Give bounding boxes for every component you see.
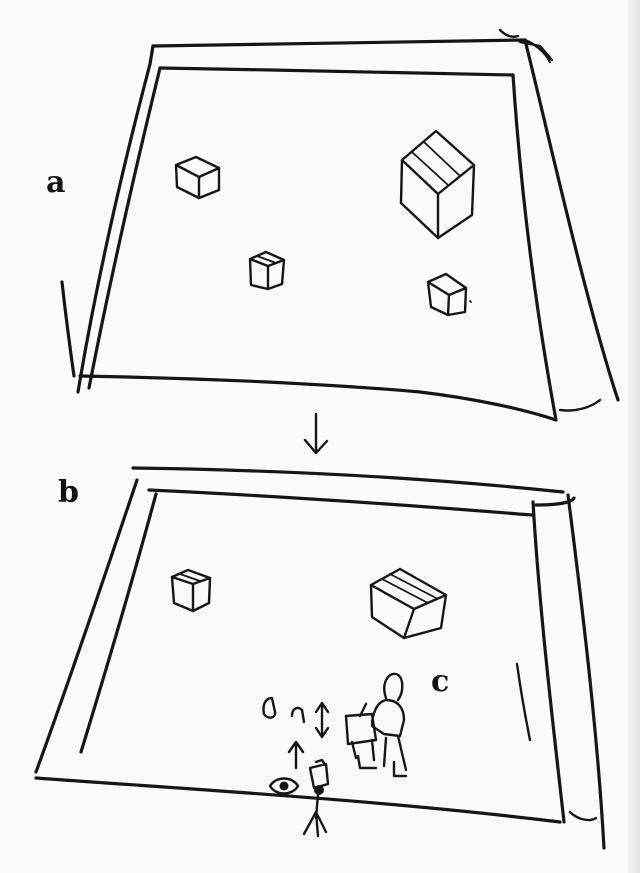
panel-a-box-large-right <box>399 129 476 240</box>
panel-b-box-left <box>170 568 212 613</box>
panel-label-b: b <box>58 475 79 510</box>
eye-symbol <box>268 777 300 795</box>
panel-b-room <box>34 466 606 850</box>
panel-a-box-center <box>248 250 286 291</box>
transition-arrow <box>303 412 329 455</box>
seated-person-figure <box>344 672 408 778</box>
camera-on-tripod <box>302 758 330 838</box>
motion-indicators <box>262 696 330 770</box>
panel-label-c: c <box>431 664 450 699</box>
panel-label-a: a <box>46 165 66 200</box>
panel-a-room <box>60 28 620 422</box>
panel-a-box-small-left <box>174 155 221 200</box>
panel-a-box-lower-right <box>426 272 472 317</box>
page-edge <box>628 0 640 873</box>
panel-b-box-right <box>369 567 448 640</box>
